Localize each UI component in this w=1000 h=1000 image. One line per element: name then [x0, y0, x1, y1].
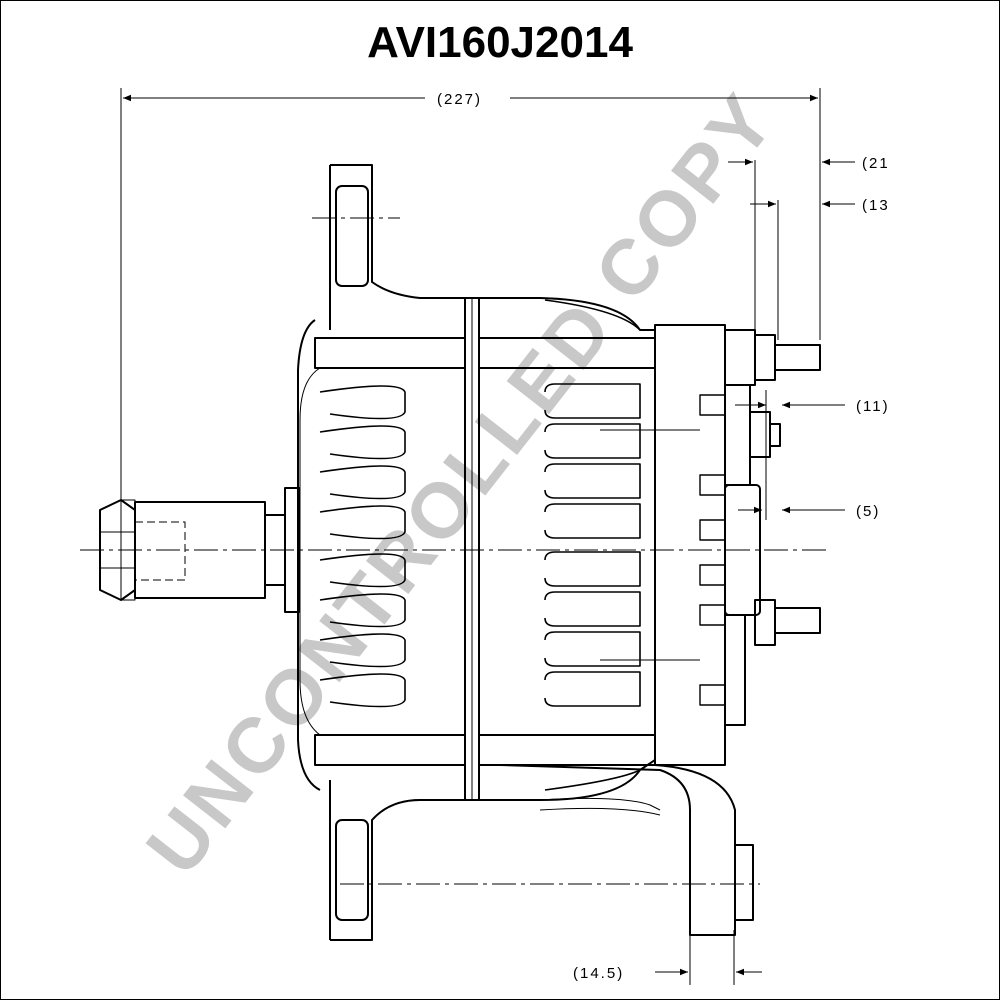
drive-end-mount-ear-bottom [329, 780, 465, 941]
output-terminal-stud [724, 329, 821, 386]
slip-ring-end-mount-foot [499, 764, 754, 936]
dimension-overall-length [120, 88, 821, 560]
dim-text-14-5: (14.5) [573, 965, 624, 982]
auxiliary-terminal-stud [754, 599, 821, 646]
dim-text-5: (5) [856, 503, 880, 520]
dimension-mount-offset [655, 930, 762, 985]
dim-text-13: (13 [862, 197, 890, 214]
drawing-title: AVI160J2014 [367, 18, 633, 67]
ground-terminal-stud [749, 411, 781, 458]
dim-text-11: (11) [856, 398, 890, 415]
dim-text-21: (21 [862, 155, 890, 172]
stator-core [464, 297, 480, 801]
dimension-terminal-offsets [728, 158, 855, 520]
drive-end-cooling-fins [319, 385, 406, 708]
watermark-text: UNCONTROLLED COPY [129, 76, 792, 891]
dim-text-overall: (227) [437, 91, 482, 108]
rectifier-assembly [600, 324, 761, 766]
drive-end-mount-ear-top [329, 164, 465, 330]
slip-ring-end-cooling-fins [544, 299, 641, 791]
